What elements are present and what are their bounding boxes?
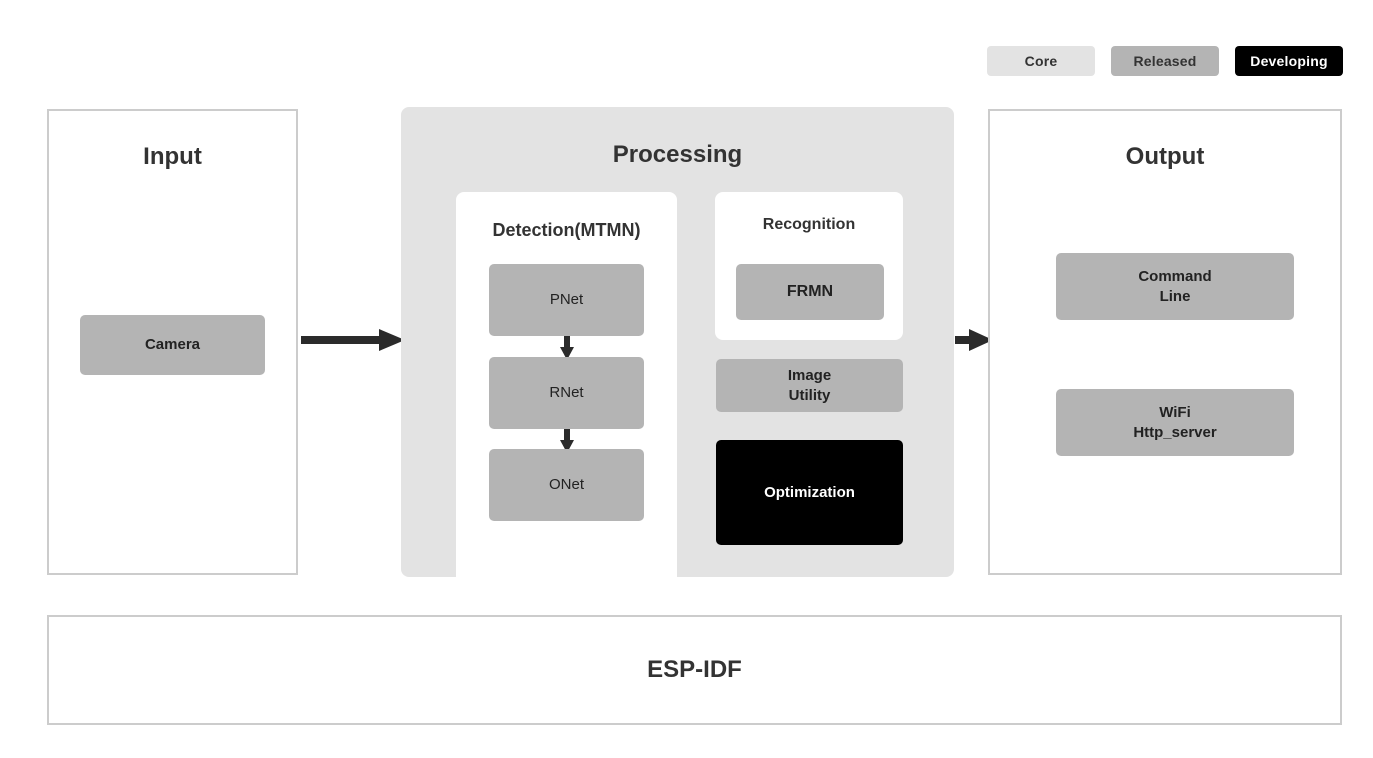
node-command-line-line2: Line bbox=[1159, 287, 1191, 305]
node-wifi-http-server-text: WiFi Http_server bbox=[1133, 403, 1216, 442]
node-rnet-label: RNet bbox=[549, 384, 584, 402]
node-optimization[interactable]: Optimization bbox=[716, 440, 903, 545]
node-pnet[interactable]: PNet bbox=[489, 264, 644, 336]
node-camera[interactable]: Camera bbox=[80, 315, 265, 375]
node-pnet-label: PNet bbox=[549, 291, 584, 309]
arrow-processing-to-output bbox=[955, 327, 993, 353]
recognition-card-title: Recognition bbox=[762, 216, 856, 233]
node-image-utility-line2: Utility bbox=[788, 386, 831, 404]
output-panel-title: Output bbox=[1125, 143, 1205, 170]
node-command-line-text: Command Line bbox=[1138, 267, 1211, 306]
esp-idf-panel: ESP-IDF bbox=[47, 615, 1342, 725]
processing-panel: Processing Detection(MTMN) PNet RNet ONe… bbox=[401, 107, 954, 652]
legend-item-developing[interactable]: Developing bbox=[1235, 46, 1343, 76]
input-panel: Input Camera bbox=[47, 109, 298, 575]
arrow-pnet-to-rnet bbox=[559, 336, 575, 360]
node-wifi-http-server[interactable]: WiFi Http_server bbox=[1056, 389, 1294, 456]
processing-panel-title: Processing bbox=[612, 141, 743, 168]
arrow-input-to-processing bbox=[301, 327, 405, 353]
legend-label-developing: Developing bbox=[1250, 53, 1328, 69]
legend-item-released[interactable]: Released bbox=[1111, 46, 1219, 76]
legend-label-core: Core bbox=[1024, 53, 1058, 69]
detection-card-title: Detection(MTMN) bbox=[492, 220, 641, 240]
arrow-rnet-to-onet bbox=[559, 429, 575, 453]
input-panel-title: Input bbox=[143, 143, 202, 170]
detection-card: Detection(MTMN) PNet RNet ONet bbox=[456, 192, 677, 652]
node-frmn[interactable]: FRMN bbox=[736, 264, 884, 320]
node-image-utility-line1: Image bbox=[787, 367, 832, 384]
node-wifi-http-server-line1: WiFi bbox=[1159, 404, 1191, 421]
node-onet-label: ONet bbox=[548, 476, 584, 494]
legend-label-released: Released bbox=[1133, 53, 1197, 69]
status-legend: Core Released Developing bbox=[987, 46, 1343, 76]
esp-idf-label: ESP-IDF bbox=[647, 656, 742, 683]
recognition-card: Recognition FRMN bbox=[715, 192, 903, 340]
node-wifi-http-server-line2: Http_server bbox=[1133, 423, 1217, 441]
node-frmn-label: FRMN bbox=[786, 282, 834, 300]
node-command-line[interactable]: Command Line bbox=[1056, 253, 1294, 320]
output-panel: Output Command Line WiFi Http_server bbox=[988, 109, 1342, 575]
node-onet[interactable]: ONet bbox=[489, 449, 644, 521]
node-camera-label: Camera bbox=[144, 336, 201, 354]
node-command-line-line1: Command bbox=[1138, 268, 1212, 285]
legend-item-core[interactable]: Core bbox=[987, 46, 1095, 76]
node-image-utility-text: Image Utility bbox=[788, 366, 831, 405]
node-optimization-label: Optimization bbox=[764, 483, 855, 501]
node-rnet[interactable]: RNet bbox=[489, 357, 644, 429]
node-image-utility[interactable]: Image Utility bbox=[716, 359, 903, 412]
